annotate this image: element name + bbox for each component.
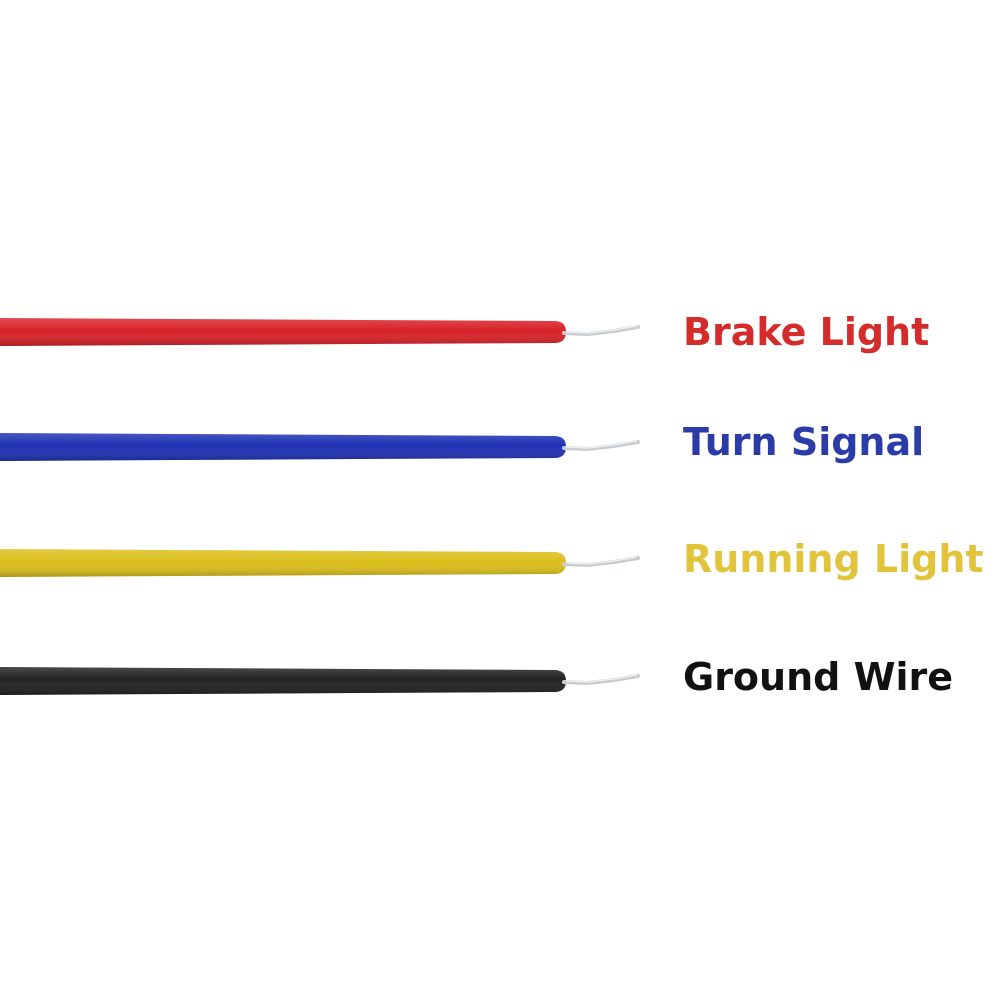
label-running-light: Running Light [683,537,984,581]
label-ground-wire: Ground Wire [683,655,954,699]
wire-strand [562,440,640,452]
wire-strand-highlight [565,440,638,449]
wire-turn-signal [0,433,640,461]
wire-strand-highlight [565,674,638,683]
wire-strand [562,325,640,337]
wire-strand [562,674,640,686]
wire-brake-light [0,318,640,346]
wire-ground [0,667,640,695]
wire-shading [0,318,566,346]
wire-strand-highlight [565,556,638,565]
label-turn-signal: Turn Signal [683,420,925,464]
wire-strand [562,556,640,568]
wire-shading [0,549,566,577]
wire-strand-highlight [565,325,638,334]
label-brake-light: Brake Light [683,310,930,354]
wire-running-light [0,549,640,577]
wire-shading [0,433,566,461]
wire-shading [0,667,566,695]
